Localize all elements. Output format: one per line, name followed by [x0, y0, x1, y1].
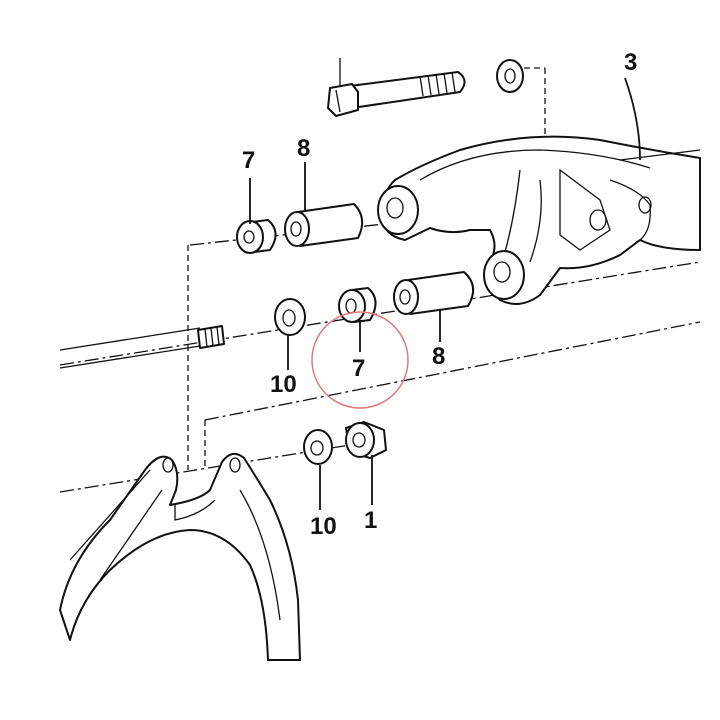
swing-arm-part-3	[377, 77, 701, 305]
callout-bushing-mid-8: 8	[432, 343, 445, 370]
washer-mid	[274, 298, 306, 336]
callout-bushing-top-8: 8	[297, 135, 310, 162]
bushing-mid	[393, 271, 475, 315]
frame-bracket	[59, 452, 301, 661]
highlight-circle	[311, 311, 409, 409]
sleeve-top	[236, 219, 277, 254]
threaded-rod	[59, 325, 225, 369]
top-washer	[496, 59, 524, 93]
callout-washer-mid-10: 10	[270, 371, 297, 398]
bushing-top	[284, 203, 364, 247]
nut	[345, 421, 387, 459]
leader-lines	[249, 162, 441, 510]
callout-washer-low-10: 10	[310, 513, 337, 540]
spacer-mid	[338, 287, 377, 323]
callout-part-3: 3	[624, 49, 637, 76]
callout-sleeve-top-7: 7	[242, 147, 255, 174]
callout-nut-1: 1	[364, 507, 377, 534]
washer-low	[303, 429, 333, 465]
top-bolt	[327, 58, 466, 117]
callout-spacer-mid-7: 7	[352, 355, 365, 382]
